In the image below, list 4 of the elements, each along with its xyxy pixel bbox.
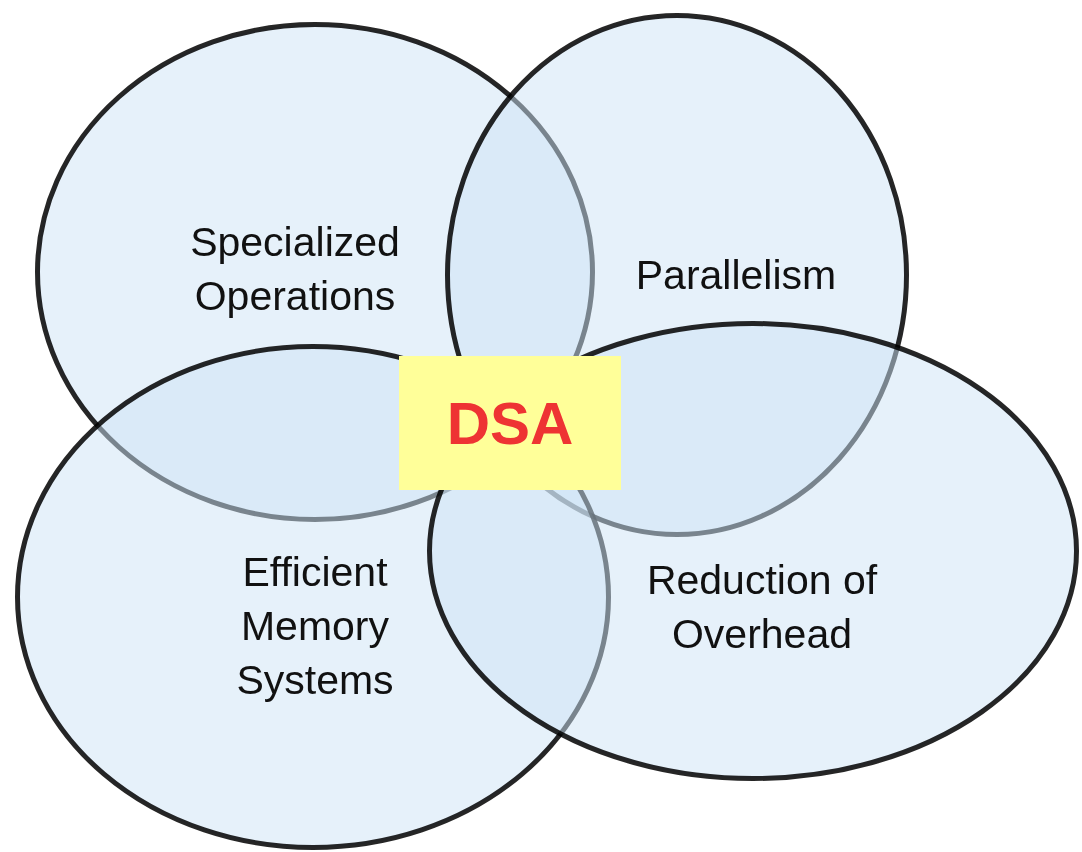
- set-label: Parallelism: [634, 251, 838, 300]
- set-label: Specialized Operations: [189, 218, 401, 321]
- set-label: Efficient Memory Systems: [235, 548, 395, 705]
- set-label: Reduction of Overhead: [645, 556, 879, 659]
